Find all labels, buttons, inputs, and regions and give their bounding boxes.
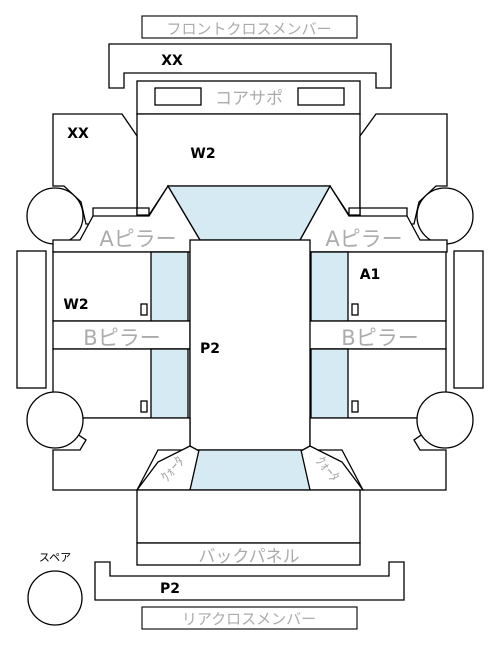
hood-code: W2 <box>190 146 215 162</box>
front-fender-left[interactable] <box>52 113 150 225</box>
front-door-handle-left[interactable] <box>140 303 148 316</box>
spare-label: スペア <box>39 551 71 564</box>
rear-door-glass-right[interactable] <box>310 348 349 419</box>
headlight-right[interactable] <box>297 87 345 106</box>
front-cross-member-code: XX <box>161 53 183 69</box>
a-pillar-left-label: Aピラー <box>99 227 176 251</box>
front-door-glass-right[interactable] <box>310 251 349 322</box>
wheel-front-right[interactable] <box>416 187 474 245</box>
back-panel-label: バックパネル <box>198 547 299 567</box>
roof-code: P2 <box>200 341 220 357</box>
rear-door-handle-right[interactable] <box>351 400 359 413</box>
wheel-rear-left[interactable] <box>26 391 84 449</box>
rear-cross-member-box[interactable] <box>141 606 358 630</box>
rear-cross-member-code: P2 <box>160 581 180 597</box>
b-pillar-left-label: Bピラー <box>83 326 160 350</box>
rear-quarter-right[interactable] <box>309 417 449 491</box>
front-fender-left-code: XX <box>67 126 89 142</box>
front-door-glass-left[interactable] <box>150 251 189 322</box>
trunk-lid[interactable] <box>136 489 361 544</box>
front-door-right-code: A1 <box>360 267 381 283</box>
front-cross-member-label: フロントクロスメンバー <box>166 20 331 38</box>
rear-door-glass-left[interactable] <box>150 348 189 419</box>
roof[interactable] <box>189 239 311 451</box>
side-sill-left[interactable] <box>16 250 47 389</box>
rear-door-handle-left[interactable] <box>140 400 148 413</box>
front-door-handle-right[interactable] <box>351 303 359 316</box>
b-pillar-right[interactable] <box>308 320 447 350</box>
rear-door-left-code: W2 <box>63 297 88 313</box>
spare-tire[interactable] <box>27 570 83 626</box>
rear-cross-member[interactable] <box>94 561 405 601</box>
rear-window[interactable] <box>189 449 311 491</box>
side-sill-right[interactable] <box>453 250 484 389</box>
core-support-label: コアサポ <box>215 89 283 109</box>
rear-quarter-left[interactable] <box>50 417 191 491</box>
front-cross-member[interactable] <box>108 43 392 89</box>
front-cross-member-box[interactable] <box>141 15 358 39</box>
b-pillar-left[interactable] <box>52 320 191 350</box>
a-pillar-right-label: Aピラー <box>325 227 402 251</box>
wheel-front-left[interactable] <box>26 187 84 245</box>
wheel-rear-right[interactable] <box>416 391 474 449</box>
front-fender-right[interactable] <box>348 113 448 225</box>
headlight-left[interactable] <box>154 87 202 106</box>
b-pillar-right-label: Bピラー <box>341 326 418 350</box>
back-panel[interactable] <box>136 542 361 566</box>
rear-cross-member-label: リアクロスメンバー <box>182 610 316 628</box>
